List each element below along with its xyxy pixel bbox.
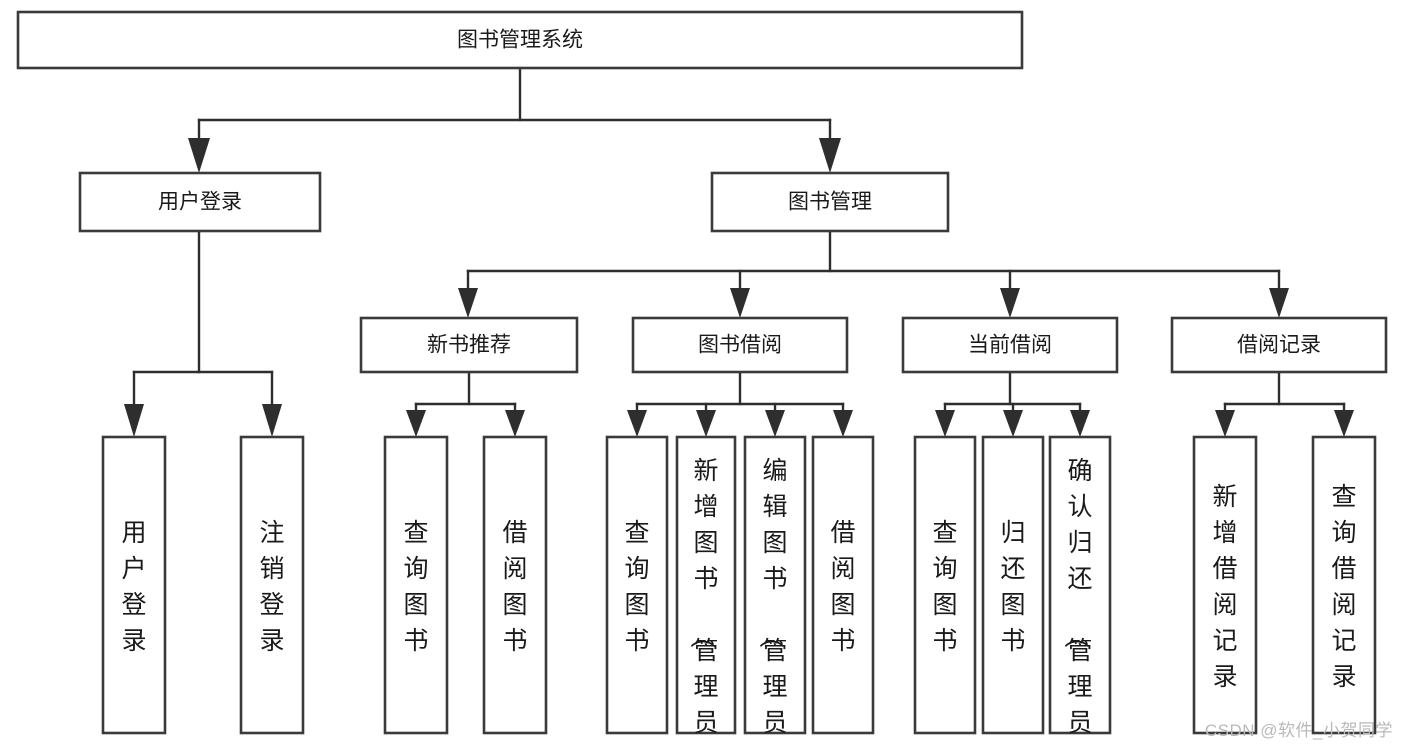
node-leaf-borrow-book-1-label: 借阅图书 xyxy=(502,519,527,655)
arrowhead-leaf-logout xyxy=(262,404,282,437)
node-current-borrow[interactable]: 当前借阅 xyxy=(901,316,1119,374)
node-leaf-add-book-admin[interactable]: 新增图书（管理员） xyxy=(675,435,737,747)
node-leaf-confirm-return-admin[interactable]: 确认归还（管理员） xyxy=(1048,435,1112,747)
arrowhead-leaf-edit-book xyxy=(765,410,785,437)
arrowhead-leaf-user-login xyxy=(124,404,144,437)
node-leaf-borrow-book-2-label: 借阅图书 xyxy=(830,519,855,655)
node-leaf-query-book-1-label: 查询图书 xyxy=(403,519,428,655)
node-leaf-borrow-book-1-box[interactable] xyxy=(482,435,548,735)
arrowhead-leaf-query-book-3 xyxy=(935,410,955,437)
node-leaf-borrow-book-1[interactable]: 借阅图书 xyxy=(482,435,548,735)
node-leaf-query-book-3[interactable]: 查询图书 xyxy=(913,435,977,735)
node-leaf-query-borrow-record-box[interactable] xyxy=(1311,435,1377,735)
node-root[interactable]: 图书管理系统 xyxy=(16,10,1024,70)
node-user-login-box[interactable] xyxy=(78,171,322,233)
arrowhead-book-mgmt xyxy=(819,138,841,173)
node-borrow-record[interactable]: 借阅记录 xyxy=(1170,316,1388,374)
node-borrow-record-box[interactable] xyxy=(1170,316,1388,374)
arrowhead-new-book-rec xyxy=(458,288,478,318)
node-book-management[interactable]: 图书管理 xyxy=(710,171,950,233)
node-leaf-confirm-return-admin-box[interactable] xyxy=(1048,435,1112,735)
node-book-management-box[interactable] xyxy=(710,171,950,233)
node-leaf-add-book-admin-box[interactable] xyxy=(675,435,737,735)
node-leaf-edit-book-admin[interactable]: 编辑图书（管理员） xyxy=(743,435,807,747)
node-leaf-logout-box[interactable] xyxy=(239,435,305,735)
node-leaf-query-book-2-box[interactable] xyxy=(605,435,669,735)
node-leaf-query-book-3-label: 查询图书 xyxy=(932,519,957,655)
connector-layer xyxy=(124,66,1354,437)
node-current-borrow-box[interactable] xyxy=(901,316,1119,374)
node-borrow-record-label: 借阅记录 xyxy=(1237,334,1321,357)
arrowhead-leaf-query-record xyxy=(1334,410,1354,437)
node-leaf-edit-book-admin-label: 编辑图书（管理员） xyxy=(756,457,787,747)
node-new-book-recommend-label: 新书推荐 xyxy=(427,334,511,357)
node-leaf-return-book-label: 归还图书 xyxy=(1000,519,1025,655)
node-leaf-user-login-label: 用户登录 xyxy=(121,519,146,655)
node-leaf-confirm-return-admin-label: 确认归还（管理员） xyxy=(1061,457,1092,747)
node-leaf-logout[interactable]: 注销登录 xyxy=(239,435,305,735)
arrowhead-leaf-query-book-1 xyxy=(406,410,426,437)
arrowhead-user-login xyxy=(188,138,210,173)
node-leaf-query-book-2[interactable]: 查询图书 xyxy=(605,435,669,735)
node-leaf-query-book-1-box[interactable] xyxy=(383,435,449,735)
node-leaf-add-book-admin-label: 新增图书（管理员） xyxy=(687,457,718,747)
arrowhead-book-borrow xyxy=(730,288,750,318)
node-leaf-query-book-3-box[interactable] xyxy=(913,435,977,735)
node-current-borrow-label: 当前借阅 xyxy=(968,334,1052,357)
arrowhead-current-borrow xyxy=(1000,288,1020,318)
node-leaf-add-borrow-record-label: 新增借阅记录 xyxy=(1212,483,1237,691)
arrowhead-leaf-borrow-book-2 xyxy=(833,410,853,437)
node-user-login[interactable]: 用户登录 xyxy=(78,171,322,233)
node-leaf-return-book-box[interactable] xyxy=(981,435,1045,735)
node-leaf-query-borrow-record-label: 查询借阅记录 xyxy=(1331,483,1356,691)
arrowhead-leaf-add-book xyxy=(696,410,716,437)
node-leaf-query-book-2-label: 查询图书 xyxy=(624,519,649,655)
arrowhead-leaf-query-book-2 xyxy=(627,410,647,437)
node-new-book-recommend-box[interactable] xyxy=(359,316,579,374)
node-root-label: 图书管理系统 xyxy=(457,29,583,52)
node-new-book-recommend[interactable]: 新书推荐 xyxy=(359,316,579,374)
arrowhead-leaf-borrow-book-1 xyxy=(505,410,525,437)
node-book-borrow-label: 图书借阅 xyxy=(698,334,782,357)
node-leaf-borrow-book-2[interactable]: 借阅图书 xyxy=(811,435,875,735)
node-book-borrow-box[interactable] xyxy=(631,316,849,374)
node-leaf-query-borrow-record[interactable]: 查询借阅记录 xyxy=(1311,435,1377,735)
node-leaf-add-borrow-record-box[interactable] xyxy=(1192,435,1258,735)
arrowhead-leaf-confirm-return xyxy=(1070,410,1090,437)
arrowhead-borrow-record xyxy=(1269,288,1289,318)
node-book-borrow[interactable]: 图书借阅 xyxy=(631,316,849,374)
node-leaf-borrow-book-2-box[interactable] xyxy=(811,435,875,735)
node-book-management-label: 图书管理 xyxy=(788,191,872,214)
node-leaf-user-login-box[interactable] xyxy=(101,435,167,735)
node-leaf-add-borrow-record[interactable]: 新增借阅记录 xyxy=(1192,435,1258,735)
node-user-login-label: 用户登录 xyxy=(158,191,242,214)
node-leaf-edit-book-admin-box[interactable] xyxy=(743,435,807,735)
arrowhead-leaf-return-book xyxy=(1003,410,1023,437)
node-leaf-logout-label: 注销登录 xyxy=(259,519,284,655)
node-root-box[interactable] xyxy=(16,10,1024,70)
node-leaf-user-login[interactable]: 用户登录 xyxy=(101,435,167,735)
node-leaf-return-book[interactable]: 归还图书 xyxy=(981,435,1045,735)
arrowhead-leaf-add-record xyxy=(1215,410,1235,437)
node-leaf-query-book-1[interactable]: 查询图书 xyxy=(383,435,449,735)
